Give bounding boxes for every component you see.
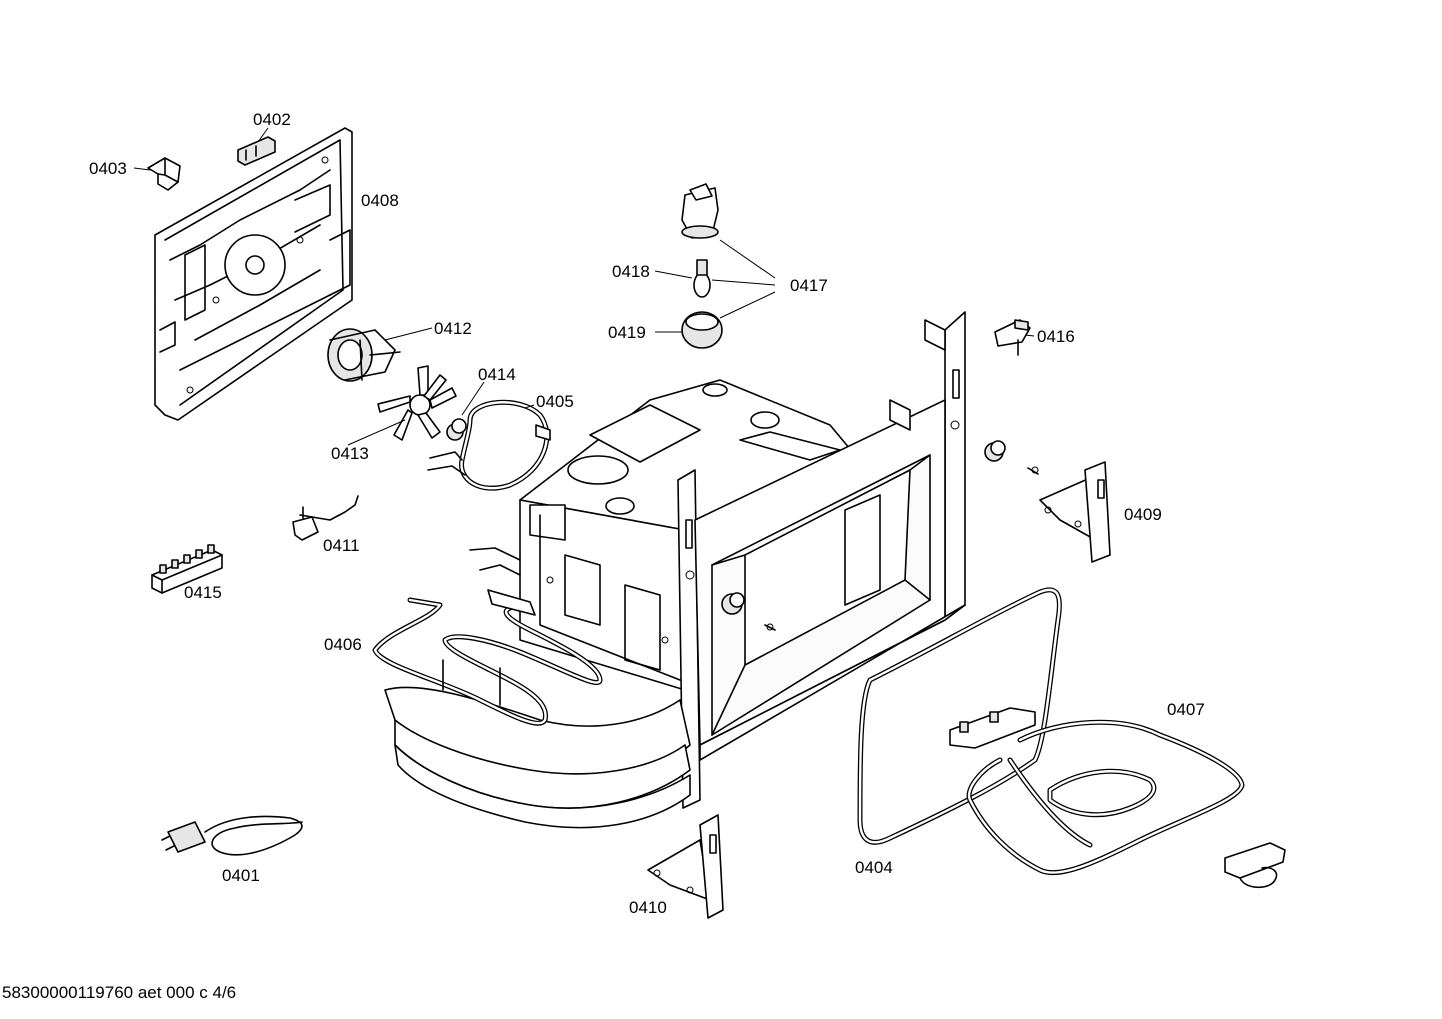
label-0403: 0403 — [89, 159, 127, 178]
fan-motor-part[interactable] — [327, 328, 401, 382]
switch-part-0402[interactable] — [237, 136, 276, 166]
leader-lines — [133, 127, 1035, 446]
label-0414: 0414 — [478, 365, 516, 384]
label-0416: 0416 — [1037, 327, 1075, 346]
label-0404: 0404 — [855, 858, 893, 877]
power-cord-part[interactable] — [161, 815, 303, 856]
bracket-part-0411[interactable] — [292, 495, 359, 541]
ring-heater-part[interactable] — [427, 399, 551, 491]
knob-part-right[interactable] — [984, 440, 1039, 475]
clip-part-0403[interactable] — [147, 157, 181, 191]
bottom-heater-part[interactable] — [372, 589, 691, 829]
label-0406: 0406 — [324, 635, 362, 654]
label-0418: 0418 — [612, 262, 650, 281]
fan-blade-part[interactable] — [377, 365, 457, 441]
label-0407: 0407 — [1167, 700, 1205, 719]
label-0401: 0401 — [222, 866, 260, 885]
nut-part-0414[interactable] — [446, 418, 467, 441]
label-0413: 0413 — [331, 444, 369, 463]
lamp-cover-part[interactable] — [681, 311, 723, 349]
grill-element-part[interactable] — [949, 707, 1245, 876]
label-0417: 0417 — [790, 276, 828, 295]
door-gasket-part[interactable] — [857, 587, 1062, 845]
label-0409: 0409 — [1124, 505, 1162, 524]
hinge-bracket-0409[interactable] — [1039, 461, 1111, 563]
lamp-bulb-part[interactable] — [693, 259, 711, 298]
label-0405: 0405 — [536, 392, 574, 411]
lamp-holder-part[interactable] — [681, 183, 719, 239]
label-0402: 0402 — [253, 110, 291, 129]
label-0408: 0408 — [361, 191, 399, 210]
label-0410: 0410 — [629, 898, 667, 917]
knob-part-front[interactable] — [721, 592, 776, 631]
back-panel-part[interactable] — [154, 127, 353, 421]
terminal-block-part[interactable] — [151, 544, 223, 594]
clip-part-lower-right[interactable] — [1224, 842, 1286, 889]
label-0411: 0411 — [323, 536, 360, 555]
label-0412: 0412 — [434, 319, 472, 338]
front-frame-part[interactable] — [677, 311, 966, 809]
hinge-bracket-0410[interactable] — [647, 814, 724, 919]
document-code: 58300000119760 aet 000 c 4/6 — [2, 983, 236, 1002]
sensor-part-0416[interactable] — [994, 319, 1031, 356]
label-0415: 0415 — [184, 583, 222, 602]
label-0419: 0419 — [608, 323, 646, 342]
